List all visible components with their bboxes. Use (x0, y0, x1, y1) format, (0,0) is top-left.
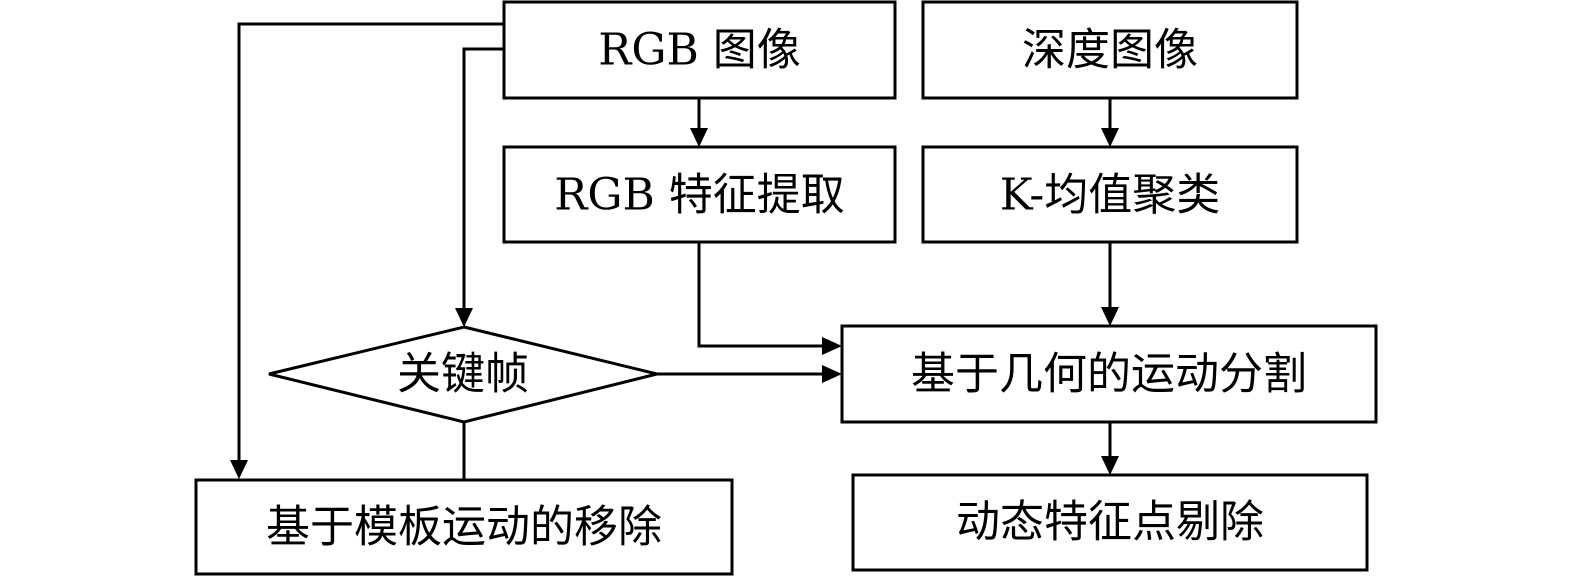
node-kmeans-clustering: K-均值聚类 (921, 145, 1299, 244)
node-depth-image: 深度图像 (921, 0, 1299, 100)
edge-depth-image-to-kmeans (1101, 98, 1119, 147)
edge-rgb-image-to-keyframe (455, 47, 504, 327)
arrowhead-icon (822, 337, 842, 355)
edge-geometric-segmentation-to-dynamic-removal (1101, 422, 1119, 475)
edge-rgb-image-to-template-motion-removal (230, 22, 504, 479)
node-template-motion-removal: 基于模板运动的移除 (194, 478, 734, 576)
node-kmeans-clustering-label: K-均值聚类 (1000, 170, 1221, 221)
node-template-motion-removal-label: 基于模板运动的移除 (266, 502, 662, 553)
node-keyframe-decision: 关键帧 (268, 325, 658, 424)
edges (230, 22, 1119, 480)
node-rgb-image-label: RGB 图像 (598, 25, 801, 76)
edge-kmeans-to-geometric-segmentation (1101, 242, 1119, 326)
arrowhead-icon (690, 128, 708, 147)
edge-rgb-feature-to-geometric-segmentation (697, 242, 842, 355)
edge-rgb-image-to-rgb-feature-extraction (690, 98, 708, 147)
arrowhead-icon (1101, 128, 1119, 147)
node-keyframe-label: 关键帧 (397, 349, 529, 400)
arrowhead-icon (822, 365, 842, 383)
arrowhead-icon (230, 460, 248, 479)
node-geometric-motion-segmentation: 基于几何的运动分割 (840, 324, 1378, 424)
node-depth-image-label: 深度图像 (1022, 25, 1198, 76)
node-dynamic-feature-removal-label: 动态特征点剔除 (956, 497, 1264, 548)
node-dynamic-feature-removal: 动态特征点剔除 (851, 473, 1369, 572)
node-rgb-feature-extraction: RGB 特征提取 (502, 145, 897, 244)
nodes: RGB 图像 深度图像 RGB 特征提取 K-均值聚类 关键帧 基于几何的运动分… (194, 0, 1378, 576)
node-rgb-feature-extraction-label: RGB 特征提取 (554, 170, 845, 221)
arrowhead-icon (1101, 456, 1119, 475)
arrowhead-icon (455, 308, 473, 327)
node-rgb-image: RGB 图像 (502, 0, 897, 100)
edge-keyframe-to-geometric-segmentation (657, 365, 842, 383)
node-geometric-motion-segmentation-label: 基于几何的运动分割 (911, 349, 1307, 400)
arrowhead-icon (1101, 307, 1119, 326)
